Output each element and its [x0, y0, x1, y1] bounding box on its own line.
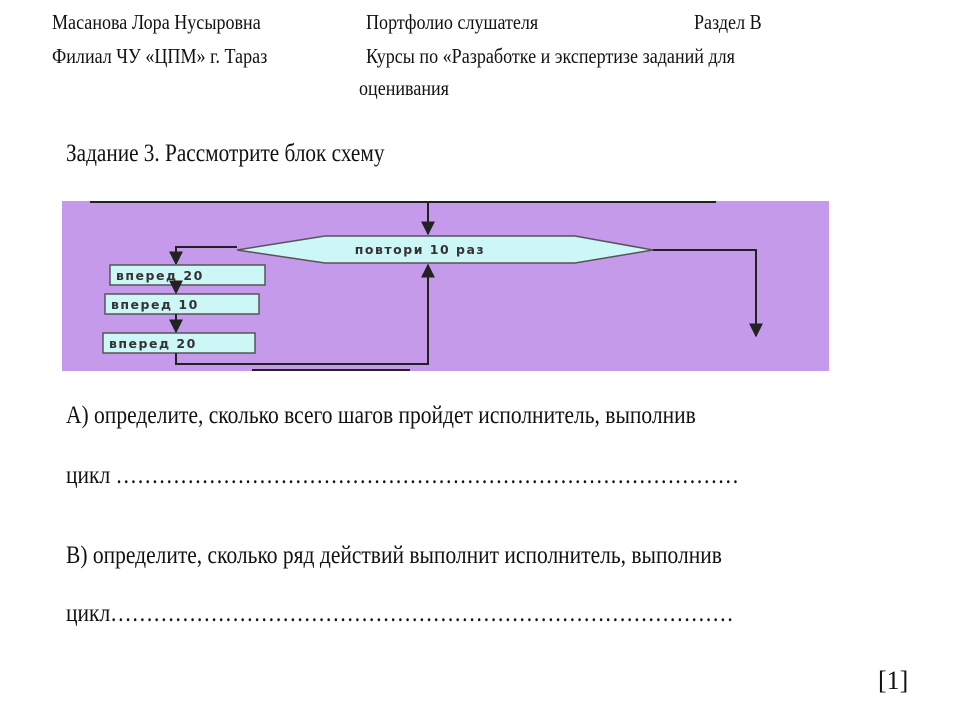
question-b-line-2: цикл……………………………………………………………………………: [66, 600, 734, 627]
step-box-1: [109, 264, 266, 286]
courses-line-2: оценивания: [359, 76, 449, 100]
return-arrow: [175, 263, 435, 365]
question-a-line-1: А) определите, сколько всего шагов пройд…: [66, 402, 696, 429]
step-label-2: вперед 10: [111, 297, 199, 312]
question-a-line-2: цикл ……………………………………………………………………………: [66, 462, 740, 489]
step-box-3: [102, 332, 256, 354]
exit-arrow: [653, 249, 763, 338]
step-label-3: вперед 20: [109, 336, 197, 351]
task-title: Задание 3. Рассмотрите блок схему: [66, 140, 385, 167]
section-label: Раздел В: [694, 10, 762, 34]
courses-line-1: Курсы по «Разработке и экспертизе задани…: [366, 44, 735, 68]
branch-name: Филиал ЧУ «ЦПМ» г. Тараз: [52, 44, 268, 68]
score-marker: [1]: [878, 666, 909, 695]
loop-body-line: [169, 246, 237, 266]
loop-label: повтори 10 раз: [355, 242, 485, 257]
step-box-2: [104, 293, 260, 315]
step-label-1: вперед 20: [116, 268, 204, 283]
author-name: Масанова Лора Нусыровна: [52, 10, 261, 34]
question-b-line-1: В) определите, сколько ряд действий выпо…: [66, 542, 722, 569]
flowchart-diagram: повтори 10 раз вперед 20 вперед 10 впере…: [62, 201, 829, 371]
portfolio-label: Портфолио слушателя: [366, 10, 539, 34]
